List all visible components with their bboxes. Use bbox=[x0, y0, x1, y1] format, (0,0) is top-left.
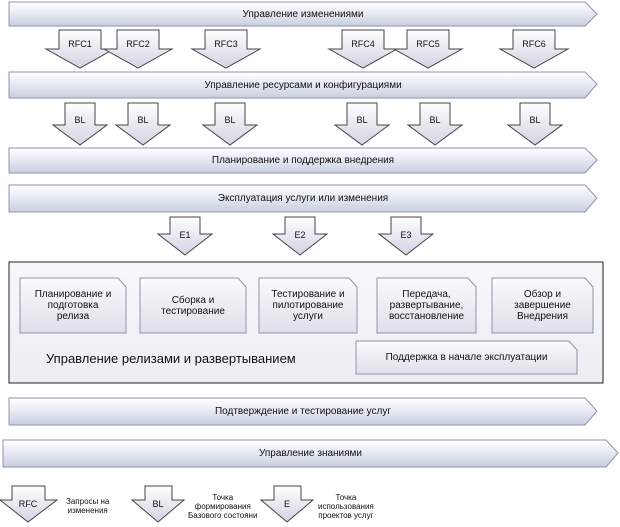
band-validation bbox=[8, 397, 598, 426]
release-step-box-4 bbox=[376, 277, 477, 334]
release-step-box-2 bbox=[139, 277, 247, 334]
release-step-box-1 bbox=[19, 277, 127, 334]
band-planning bbox=[8, 147, 598, 174]
release-step-box-5 bbox=[491, 277, 594, 334]
legend-e-arrow bbox=[259, 485, 315, 523]
band-change bbox=[8, 1, 598, 27]
band-knowledge bbox=[2, 439, 619, 468]
bl-arrow-4 bbox=[333, 102, 391, 146]
rfc-arrow-6 bbox=[498, 29, 570, 69]
support-box bbox=[355, 340, 578, 375]
bl-arrow-6 bbox=[506, 102, 564, 146]
bl-arrow-2 bbox=[114, 102, 172, 146]
band-resources bbox=[8, 71, 598, 99]
band-operation bbox=[8, 184, 598, 213]
e-arrow-1 bbox=[156, 216, 214, 256]
rfc-arrow-1 bbox=[44, 29, 116, 69]
bl-arrow-1 bbox=[51, 102, 109, 146]
legend-bl-arrow bbox=[130, 485, 186, 523]
rfc-arrow-2 bbox=[102, 29, 174, 69]
rfc-arrow-3 bbox=[190, 29, 262, 69]
e-arrow-3 bbox=[377, 216, 435, 256]
legend-rfc-arrow bbox=[0, 485, 59, 523]
release-step-box-3 bbox=[258, 277, 358, 334]
rfc-arrow-5 bbox=[392, 29, 464, 69]
bl-arrow-3 bbox=[201, 102, 259, 146]
rfc-arrow-4 bbox=[327, 29, 399, 69]
bl-arrow-5 bbox=[406, 102, 464, 146]
e-arrow-2 bbox=[271, 216, 329, 256]
